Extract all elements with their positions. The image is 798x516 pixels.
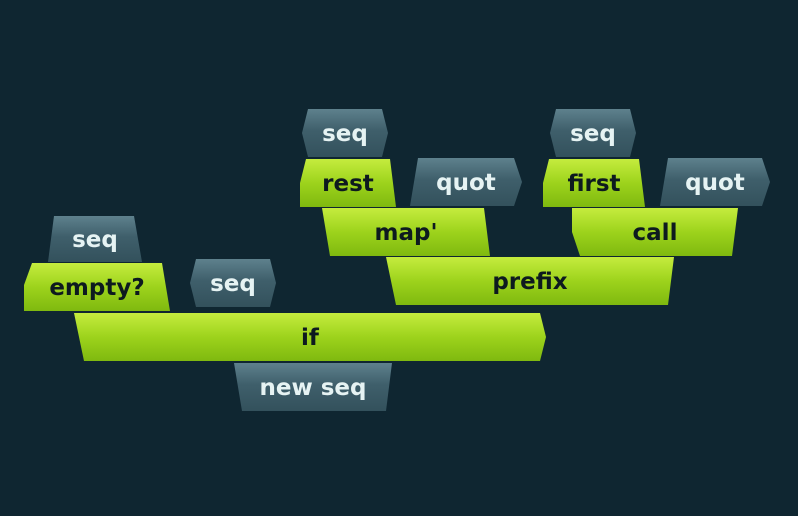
seq-value-block: seq: [550, 109, 636, 157]
if-word-block: if: [74, 313, 546, 361]
seq-label: seq: [72, 227, 118, 253]
call-label: call: [632, 220, 678, 246]
call-word-block: call: [572, 208, 738, 256]
new-seq-value-block: new seq: [234, 363, 392, 411]
if-label: if: [301, 325, 319, 351]
quot-label: quot: [685, 170, 745, 196]
seq-value-block: seq: [302, 109, 388, 157]
quot-label: quot: [436, 170, 496, 196]
seq-value-block: seq: [190, 259, 276, 307]
prefix-word-block: prefix: [386, 257, 674, 305]
seq-value-block: seq: [48, 216, 142, 262]
map-label: map': [374, 220, 438, 246]
seq-label: seq: [210, 271, 256, 297]
empty-label: empty?: [49, 275, 145, 301]
empty-word-block: empty?: [24, 263, 170, 311]
first-word-block: first: [543, 159, 645, 207]
map-word-block: map': [322, 208, 490, 256]
prefix-label: prefix: [492, 269, 568, 295]
quot-value-block: quot: [410, 158, 522, 206]
new-seq-label: new seq: [259, 375, 367, 401]
rest-label: rest: [322, 171, 374, 197]
seq-label: seq: [322, 121, 368, 147]
quot-value-block: quot: [660, 158, 770, 206]
rest-word-block: rest: [300, 159, 396, 207]
first-label: first: [567, 171, 621, 197]
seq-label: seq: [570, 121, 616, 147]
